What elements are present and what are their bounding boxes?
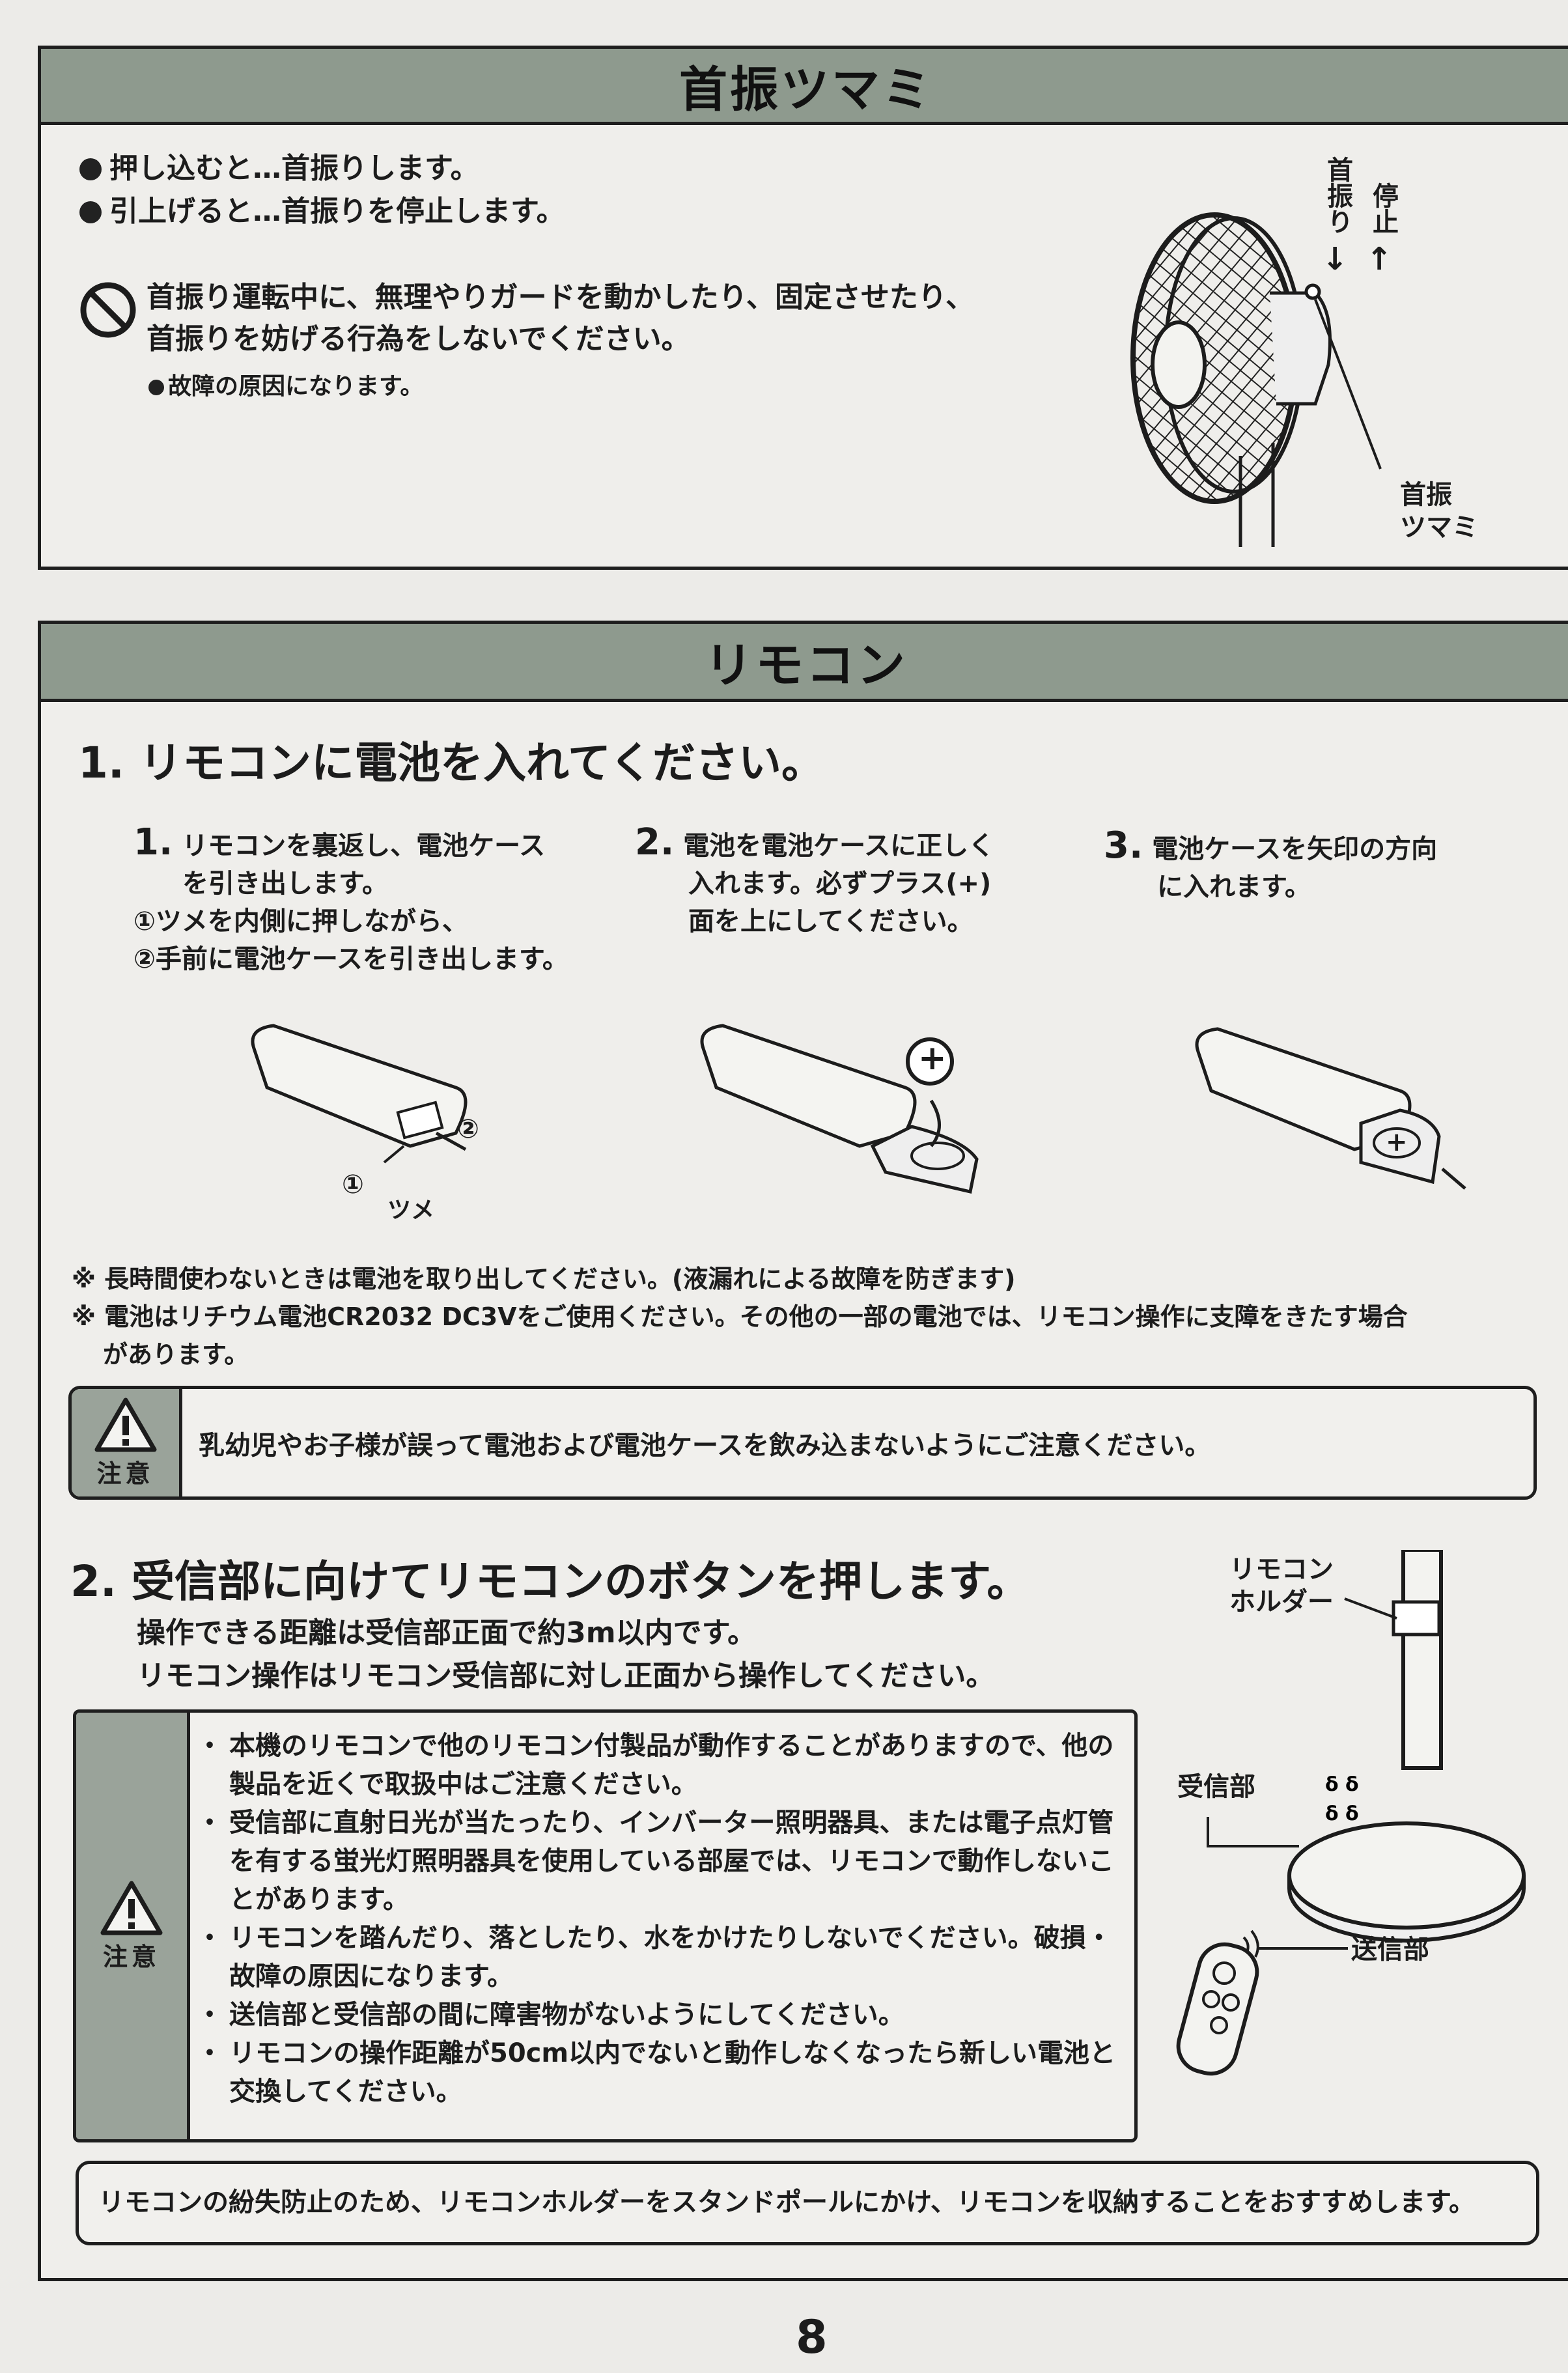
arrow-up-icon: ↑ — [1366, 241, 1393, 277]
label-circle-2: ② — [457, 1114, 479, 1144]
label-circle-1: ① — [342, 1170, 364, 1200]
svg-text:+: + — [1386, 1127, 1408, 1157]
heading-press-button: 2. 受信部に向けてリモコンのボタンを押します。 — [70, 1556, 1030, 1607]
caution-label: 注意 — [96, 1459, 154, 1488]
caution-item: 受信部に直射日光が当たったり、インバーター照明器具、または電子点灯管を有する蛍光… — [197, 1804, 1128, 1919]
caution-label: 注意 — [102, 1943, 160, 1971]
step-line: 面を上にしてください。 — [688, 906, 973, 936]
note-line: ※ 電池はリチウム電池CR2032 DC3Vをご使用ください。その他の一部の電池… — [72, 1302, 1408, 1331]
page-number: 8 — [796, 2310, 828, 2364]
step-sub: ②手前に電池ケースを引き出します。 — [133, 944, 568, 974]
section-title: リモコン — [41, 624, 1568, 702]
prohibit-line: 首振り運転中に、無理やりガードを動かしたり、固定させたり、 — [147, 281, 975, 314]
warning-text: 乳幼児やお子様が誤って電池および電池ケースを飲み込まないようにご注意ください。 — [199, 1431, 1211, 1461]
note-line: ※ 長時間使わないときは電池を取り出してください。(液漏れによる故障を防ぎます) — [72, 1265, 1016, 1293]
prohibit-sub: 故障の原因になります。 — [148, 368, 423, 406]
label-holder-1: リモコン — [1229, 1554, 1334, 1584]
step-number: 3. — [1104, 824, 1143, 867]
stand-base-illustration: δ δ δ δ — [1176, 1550, 1526, 2076]
caution-item: リモコンを踏んだり、落としたり、水をかけたりしないでください。破損・故障の原因に… — [197, 1919, 1128, 1996]
label-remote-holder: リモコン ホルダー — [1229, 1553, 1334, 1618]
warning-battery: 注意 乳幼児やお子様が誤って電池および電池ケースを飲み込まないようにご注意くださ… — [68, 1386, 1537, 1500]
label-tsume: ツメ — [387, 1197, 435, 1224]
svg-text:δ δ: δ δ — [1325, 1773, 1359, 1796]
label-knob-2: ツマミ — [1400, 513, 1478, 542]
step-line: 電池ケースを矢印の方向 — [1152, 834, 1438, 864]
step-3: 3. 電池ケースを矢印の方向 に入れます。 — [1104, 827, 1437, 906]
warning-icon — [94, 1397, 156, 1452]
range-text: 操作できる距離は受信部正面で約3m以内です。 リモコン操作はリモコン受信部に対し… — [137, 1612, 994, 1698]
label-knob-1: 首振 — [1400, 480, 1452, 510]
step-2: 2. 電池を電池ケースに正しく 入れます。必ずプラス(+) 面を上にしてください… — [635, 824, 994, 940]
step-line: を引き出します。 — [182, 869, 388, 899]
note-line: があります。 — [103, 1340, 249, 1369]
step-number: 1. — [133, 821, 173, 864]
step-number: 2. — [635, 821, 675, 864]
caution-label-block: 注意 — [72, 1389, 182, 1496]
step-line: リモコンを裏返し、電池ケース — [182, 831, 546, 861]
step-sub: ①ツメを内側に押しながら、 — [133, 906, 468, 936]
tip-box: リモコンの紛失防止のため、リモコンホルダーをスタンドポールにかけ、リモコンを収納… — [76, 2161, 1539, 2245]
caution-item: リモコンの操作距離が50cm以内でないと動作しなくなったら新しい電池と交換してく… — [197, 2034, 1128, 2111]
plus-icon: + — [918, 1039, 947, 1078]
prohibit-line: 首振りを妨げる行為をしないでください。 — [147, 322, 690, 356]
step-line: に入れます。 — [1157, 872, 1311, 902]
remote-step1-illustration — [251, 1024, 468, 1164]
svg-text:δ δ: δ δ — [1325, 1803, 1359, 1825]
caution-item: 送信部と受信部の間に障害物がないようにしてください。 — [197, 1996, 1128, 2034]
bullet-icon — [148, 380, 164, 395]
remote-step3-illustration: + — [1195, 1027, 1466, 1190]
bullet-icon — [79, 201, 102, 223]
label-stop: 停止 — [1368, 182, 1398, 234]
step-line: 電池を電池ケースに正しく — [683, 831, 995, 861]
step-line: 入れます。必ずプラス(+) — [688, 869, 992, 899]
section-title: 首振ツマミ — [41, 49, 1568, 125]
caution-item: 本機のリモコンで他のリモコン付製品が動作することがありますので、他の製品を近くで… — [197, 1727, 1128, 1804]
arrow-down-icon: ↓ — [1322, 241, 1349, 277]
fan-head-illustration — [1130, 212, 1382, 547]
caution-list: 本機のリモコンで他のリモコン付製品が動作することがありますので、他の製品を近くで… — [197, 1727, 1128, 2111]
label-transmitter: 送信部 — [1351, 1935, 1429, 1965]
label-receiver: 受信部 — [1177, 1772, 1255, 1802]
bullet-icon — [79, 158, 102, 180]
tip-text: リモコンの紛失防止のため、リモコンホルダーをスタンドポールにかけ、リモコンを収納… — [98, 2187, 1475, 2217]
label-swing: 首振り — [1323, 156, 1352, 234]
heading-insert-battery: 1. リモコンに電池を入れてください。 — [78, 738, 825, 788]
warning-icon — [100, 1881, 163, 1935]
prohibit-sub-text: 故障の原因になります。 — [168, 373, 424, 400]
range-line: リモコン操作はリモコン受信部に対し正面から操作してください。 — [137, 1659, 995, 1692]
label-holder-2: ホルダー — [1229, 1587, 1334, 1617]
caution-label-block: 注意 — [76, 1713, 190, 2139]
bullet-text: 引上げると…首振りを停止します。 — [109, 195, 565, 228]
remote-step2-illustration — [700, 1024, 979, 1194]
bullet-pull: 引上げると…首振りを停止します。 — [79, 191, 565, 232]
bullet-push: 押し込むと…首振りします。 — [79, 148, 479, 189]
notes: ※ 長時間使わないときは電池を取り出してください。(液漏れによる故障を防ぎます)… — [72, 1260, 1408, 1373]
step-1: 1. リモコンを裏返し、電池ケース を引き出します。 ①ツメを内側に押しながら、… — [133, 824, 568, 978]
caution-remote: 注意 本機のリモコンで他のリモコン付製品が動作することがありますので、他の製品を… — [73, 1709, 1138, 2142]
prohibit-text: 首振り運転中に、無理やりガードを動かしたり、固定させたり、 首振りを妨げる行為を… — [147, 277, 974, 360]
prohibited-icon — [80, 282, 136, 338]
bullet-text: 押し込むと…首振りします。 — [109, 152, 479, 185]
range-line: 操作できる距離は受信部正面で約3m以内です。 — [137, 1616, 757, 1650]
label-knob: 首振 ツマミ — [1400, 479, 1478, 544]
